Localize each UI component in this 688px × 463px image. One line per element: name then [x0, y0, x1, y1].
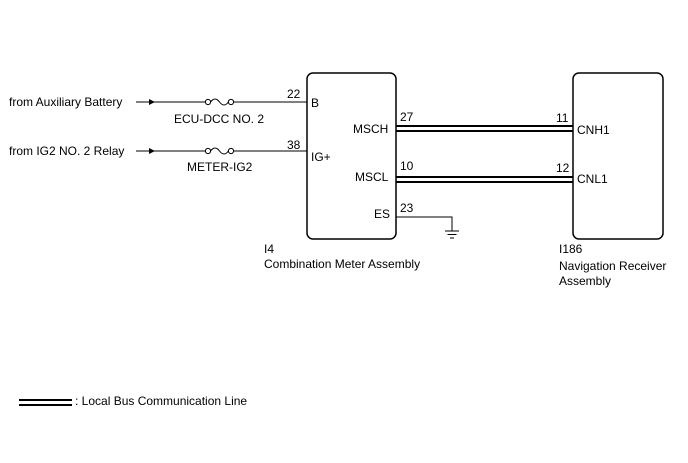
- ground-icon: [445, 230, 459, 239]
- meter-code: I4: [264, 242, 274, 256]
- pin-es-name: ES: [374, 207, 390, 221]
- navigation-receiver-box: [572, 72, 664, 240]
- pin-cnl1-name: CNL1: [577, 172, 608, 186]
- pin-b-name: B: [311, 96, 319, 110]
- fuse-meter-ig2-label: METER-IG2: [187, 160, 253, 174]
- receiver-name-line2: Assembly: [559, 274, 611, 288]
- pin-b-number: 22: [287, 87, 301, 101]
- receiver-name-line1: Navigation Receiver: [559, 259, 666, 273]
- pin-mscl-name: MSCL: [355, 170, 389, 184]
- pin-msch-number: 27: [400, 110, 414, 124]
- combination-meter-box: [306, 72, 397, 240]
- fuse-ecu-dcc-label: ECU-DCC NO. 2: [174, 112, 264, 126]
- pin-ig-name: IG+: [311, 150, 331, 164]
- meter-name: Combination Meter Assembly: [264, 257, 420, 271]
- pin-cnh1-name: CNH1: [577, 123, 610, 137]
- legend-double-line-icon: [19, 399, 72, 406]
- pin-msch-name: MSCH: [353, 122, 388, 136]
- pin-es-number: 23: [400, 201, 414, 215]
- pin-ig-number: 38: [287, 138, 301, 152]
- fuse-ecu-dcc-icon: [204, 98, 235, 106]
- pin-mscl-number: 10: [400, 159, 414, 173]
- receiver-code: I186: [559, 242, 583, 256]
- pin-cnl1-number: 12: [556, 161, 570, 175]
- ig2-relay-label: from IG2 NO. 2 Relay: [9, 144, 124, 158]
- pin-cnh1-number: 11: [556, 111, 569, 125]
- bus-line-msch-cnh1: [396, 125, 573, 132]
- fuse-meter-ig2-icon: [204, 147, 235, 155]
- wire-es-ground: [396, 216, 453, 231]
- aux-battery-label: from Auxiliary Battery: [9, 95, 122, 109]
- legend-label: : Local Bus Communication Line: [75, 394, 247, 408]
- bus-line-mscl-cnl1: [396, 176, 573, 183]
